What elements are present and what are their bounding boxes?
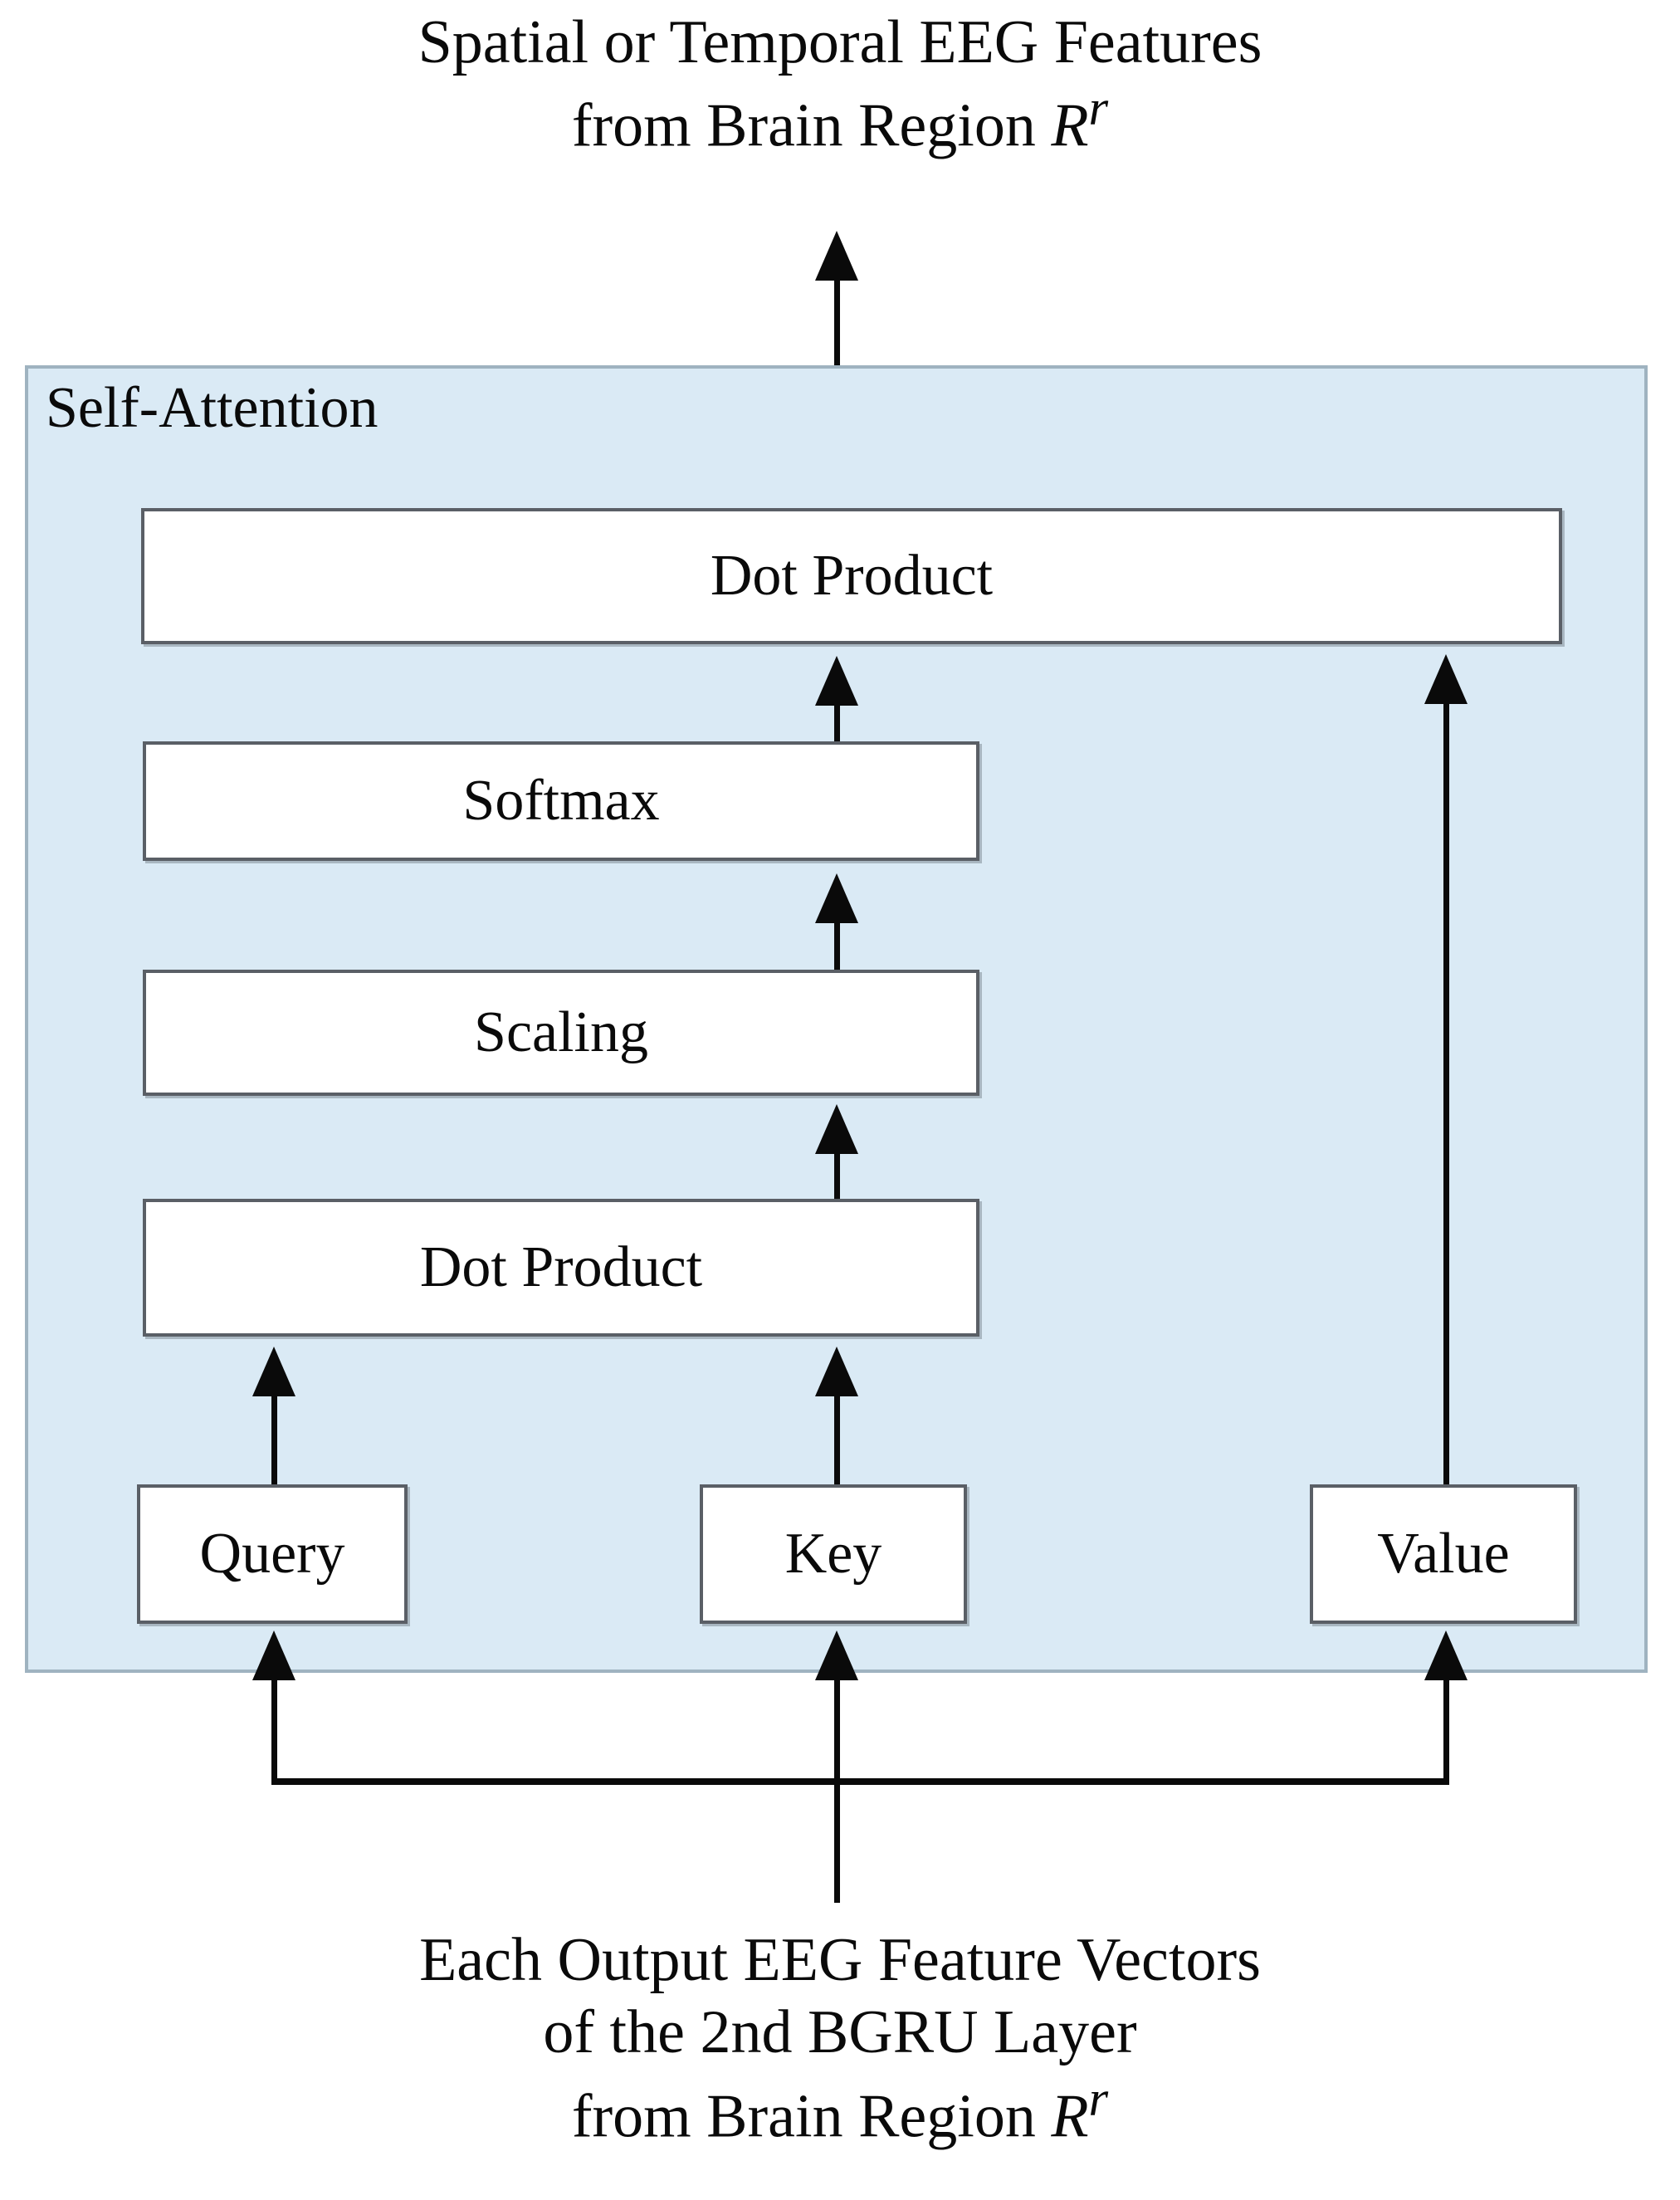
bottom-caption-region-symbol: R (1051, 2082, 1089, 2151)
softmax-to-dotproduct-line (834, 699, 840, 747)
input-to-key-arrowhead-icon (815, 1630, 858, 1680)
value-to-dotproduct-line (1443, 697, 1449, 1486)
value-to-dotproduct-arrowhead-icon (1424, 654, 1468, 704)
bottom-caption-region-superscript: r (1088, 2070, 1109, 2127)
node-softmax[interactable]: Softmax (143, 741, 979, 861)
node-query[interactable]: Query (137, 1484, 408, 1624)
bottom-caption-line-3-prefix: from Brain Region (571, 2082, 1052, 2151)
output-arrow-line (834, 274, 840, 369)
top-caption-region-superscript: r (1088, 81, 1109, 137)
softmax-to-dotproduct-arrowhead-icon (815, 656, 858, 706)
input-to-query-line (271, 1674, 277, 1783)
self-attention-label: Self-Attention (46, 376, 378, 440)
node-scaling[interactable]: Scaling (143, 970, 979, 1096)
dotproduct-to-scaling-arrowhead-icon (815, 1104, 858, 1154)
query-to-dotproduct-line (271, 1390, 277, 1489)
node-dot-product-qk[interactable]: Dot Product (143, 1199, 979, 1337)
input-to-value-line (1443, 1674, 1449, 1783)
key-to-dotproduct-arrowhead-icon (815, 1347, 858, 1396)
top-caption-region-symbol: R (1051, 91, 1089, 160)
input-distribution-bus (271, 1778, 1449, 1785)
key-to-dotproduct-line (834, 1390, 840, 1489)
node-dot-product-output[interactable]: Dot Product (141, 508, 1562, 644)
input-to-key-line (834, 1674, 840, 1783)
node-value[interactable]: Value (1310, 1484, 1577, 1624)
node-key[interactable]: Key (700, 1484, 967, 1624)
bottom-caption: Each Output EEG Feature Vectors of the 2… (0, 1924, 1680, 2154)
dotproduct-to-scaling-line (834, 1147, 840, 1205)
bottom-caption-line-1: Each Output EEG Feature Vectors (419, 1926, 1261, 1994)
input-to-value-arrowhead-icon (1424, 1630, 1468, 1680)
top-caption: Spatial or Temporal EEG Features from Br… (0, 7, 1680, 163)
scaling-to-softmax-arrowhead-icon (815, 873, 858, 923)
top-caption-line-1: Spatial or Temporal EEG Features (418, 8, 1262, 76)
top-caption-line-2: from Brain Region Rr (0, 79, 1680, 163)
input-source-stem (834, 1778, 840, 1903)
scaling-to-softmax-line (834, 917, 840, 976)
bottom-caption-line-3: from Brain Region Rr (0, 2070, 1680, 2154)
bottom-caption-line-2: of the 2nd BGRU Layer (543, 1998, 1137, 2067)
input-to-query-arrowhead-icon (252, 1630, 295, 1680)
output-arrowhead-icon (815, 231, 858, 281)
query-to-dotproduct-arrowhead-icon (252, 1347, 295, 1396)
top-caption-line-2-prefix: from Brain Region (571, 91, 1052, 160)
